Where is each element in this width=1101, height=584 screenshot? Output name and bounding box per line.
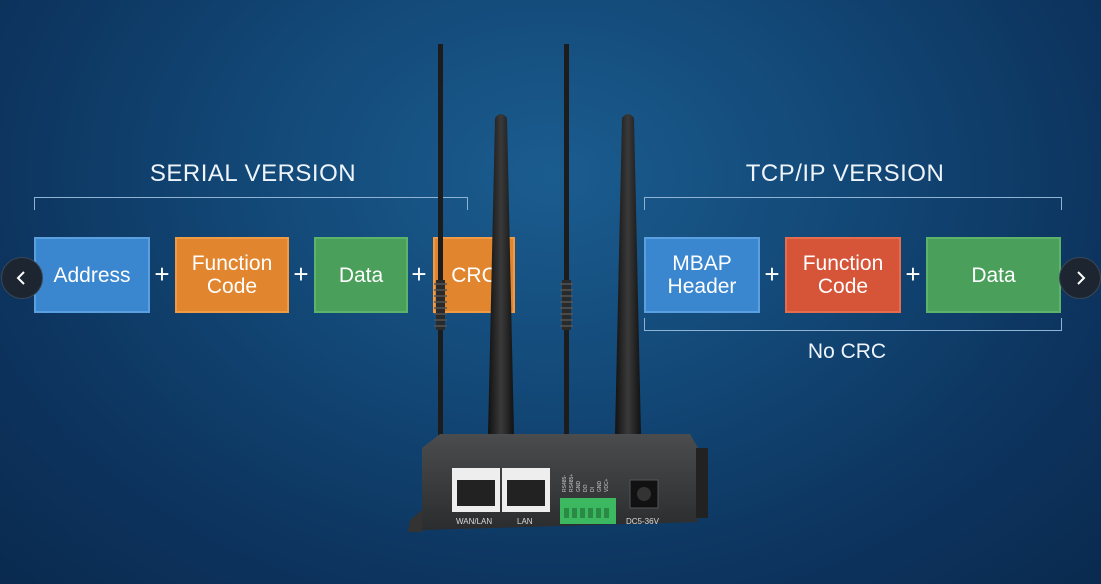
terminal-label: GND (597, 481, 603, 493)
serial-data-label: Data (338, 263, 384, 287)
tcp-bracket-bottom (644, 318, 1062, 331)
terminal-label: RS485- (562, 475, 568, 492)
plus-sign: + (764, 259, 780, 289)
serial-function-code-label: Function Code (191, 252, 273, 298)
terminal-label: GND (576, 481, 582, 493)
next-slide-button[interactable] (1059, 257, 1101, 299)
plus-sign: + (411, 259, 427, 289)
serial-crc-label: CRC (451, 263, 497, 287)
plus-sign: + (293, 259, 309, 289)
tcp-function-code-box: Function Code (785, 237, 901, 313)
previous-slide-button[interactable] (1, 257, 43, 299)
no-crc-note: No CRC (807, 340, 887, 363)
tcp-mbap-header-label: MBAP Header (667, 252, 737, 298)
port-label-lan: LAN (517, 517, 533, 526)
terminal-label: VDC+ (604, 478, 610, 492)
serial-address-box: Address (34, 237, 150, 313)
tcp-data-box: Data (926, 237, 1061, 313)
terminal-label: RS485+ (569, 474, 575, 492)
plus-sign: + (905, 259, 921, 289)
tcp-bracket-top (644, 197, 1062, 210)
terminal-label: DI (590, 487, 596, 492)
router-image: WAN/LAN LAN DC5-36V RS485- RS485+ GND DO… (408, 44, 708, 532)
plus-sign: + (154, 259, 170, 289)
port-label-dc: DC5-36V (626, 517, 660, 526)
serial-version-title: SERIAL VERSION (149, 160, 357, 187)
tcp-function-code-label: Function Code (802, 252, 884, 298)
rear-antenna-right (560, 44, 573, 439)
serial-function-code-box: Function Code (175, 237, 289, 313)
terminal-label: DO (583, 484, 589, 492)
rear-antenna-left (434, 44, 447, 439)
chevron-left-icon (16, 271, 25, 285)
serial-address-label: Address (53, 263, 131, 287)
chevron-right-icon (1077, 271, 1086, 285)
port-label-wan-lan: WAN/LAN (456, 517, 492, 526)
tcp-mbap-header-box: MBAP Header (644, 237, 760, 313)
serial-bracket (34, 197, 468, 210)
front-antenna-right (615, 114, 641, 436)
tcp-data-label: Data (971, 263, 1016, 287)
serial-data-box: Data (314, 237, 408, 313)
front-antenna-left (488, 114, 514, 436)
tcp-version-title: TCP/IP VERSION (745, 160, 945, 187)
